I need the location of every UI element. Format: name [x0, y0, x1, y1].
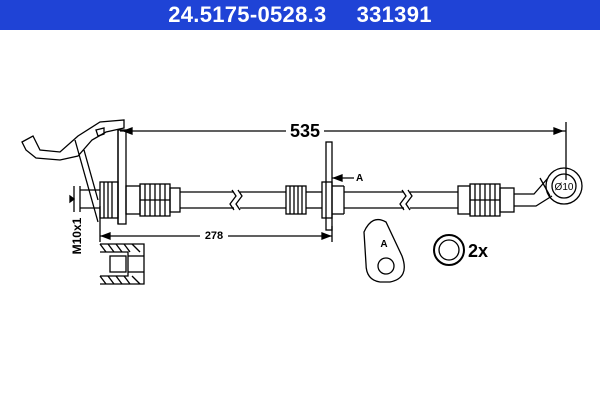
hose-segment-1 [180, 189, 286, 211]
part-number: 24.5175-0528.3 [168, 2, 327, 27]
title-bar: 24.5175-0528.3 331391 [0, 0, 600, 30]
threaded-end-left [69, 181, 119, 219]
bore-label: Ø10 [555, 182, 574, 193]
thread-label: M10x1 [70, 217, 84, 254]
overall-length-label: 535 [290, 121, 320, 141]
right-crimp-fitting [457, 183, 515, 217]
detail-marker: A [380, 239, 387, 250]
detail-a-clip [363, 218, 405, 283]
middle-fitting [285, 185, 322, 215]
banjo-fitting [514, 167, 583, 207]
section-marker: A [356, 173, 363, 184]
overall-dimension [120, 122, 567, 180]
thread-section-detail [99, 243, 145, 285]
middle-plate [321, 141, 354, 231]
left-crimp-fitting [125, 183, 181, 217]
sealing-washer [433, 234, 465, 266]
quantity-label: 2x [468, 241, 488, 261]
reference-code: 331391 [356, 2, 432, 27]
hose-segment-2 [344, 189, 458, 211]
partial-length-label: 278 [205, 230, 223, 242]
